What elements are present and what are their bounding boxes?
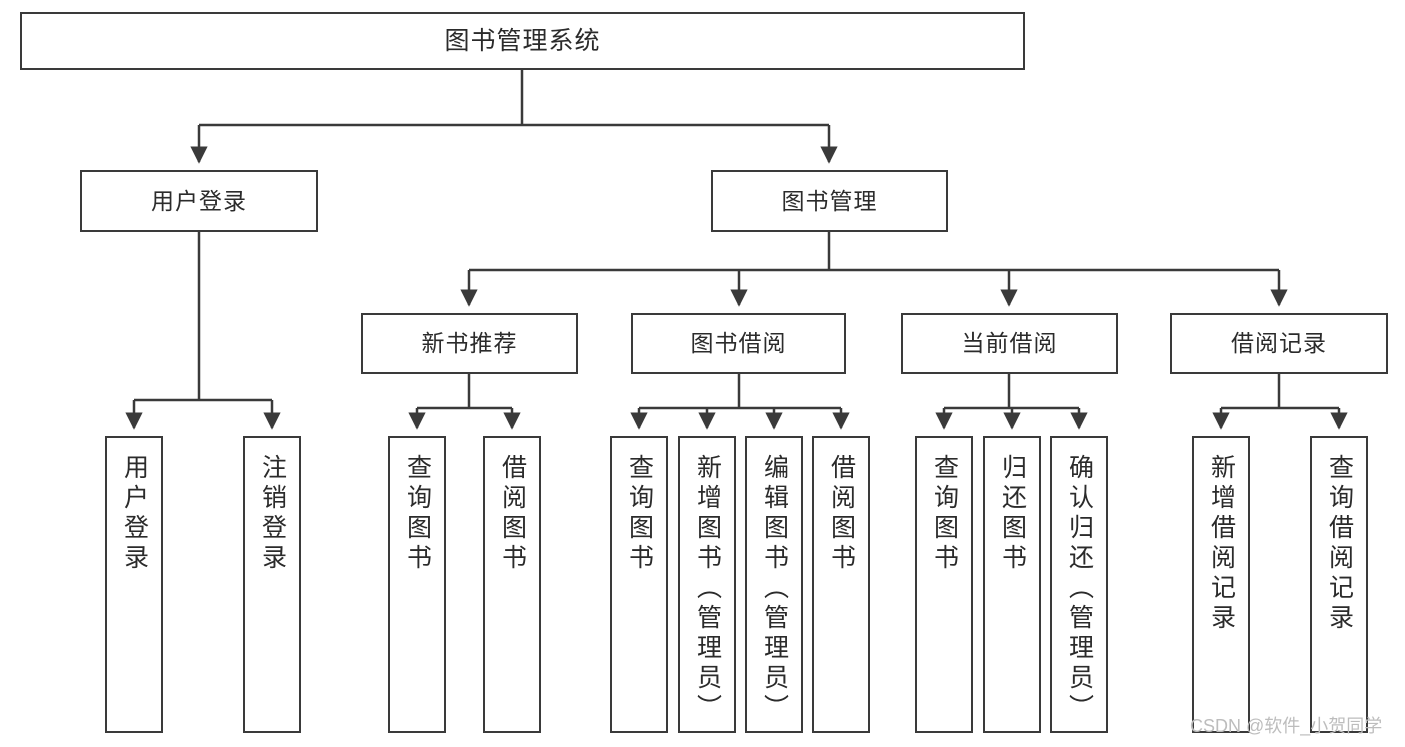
leaf-bookborrow-add-book-admin[interactable]: 新增图书（管理员）: [678, 436, 736, 733]
leaf-borrowrecord-query-record[interactable]: 查询借阅记录: [1310, 436, 1368, 733]
node-label: 图书管理: [781, 187, 878, 214]
node-label: 图书借阅: [690, 330, 787, 357]
node-current-borrow[interactable]: 当前借阅: [901, 313, 1118, 374]
node-label: 新增图书（管理员）: [693, 454, 722, 724]
leaf-newbook-borrow-book[interactable]: 借阅图书: [483, 436, 541, 733]
leaf-bookborrow-query-book[interactable]: 查询图书: [610, 436, 668, 733]
node-label: 借阅图书: [827, 454, 856, 574]
leaf-currentborrow-confirm-return-admin[interactable]: 确认归还（管理员）: [1050, 436, 1108, 733]
node-label: 借阅记录: [1231, 330, 1327, 357]
csdn-watermark: CSDN @软件_小贺同学: [1190, 716, 1383, 736]
node-label: 归还图书: [998, 454, 1027, 574]
node-system-title[interactable]: 图书管理系统: [20, 12, 1025, 70]
leaf-borrowrecord-add-record[interactable]: 新增借阅记录: [1192, 436, 1250, 733]
node-label: 当前借阅: [961, 330, 1058, 357]
node-new-book-recommend[interactable]: 新书推荐: [361, 313, 578, 374]
leaf-user-login[interactable]: 用户登录: [105, 436, 163, 733]
leaf-newbook-query-book[interactable]: 查询图书: [388, 436, 446, 733]
leaf-currentborrow-query-book[interactable]: 查询图书: [915, 436, 973, 733]
node-label: 查询图书: [930, 454, 959, 574]
node-label: 查询图书: [625, 454, 654, 574]
node-label: 注销登录: [258, 454, 287, 574]
leaf-currentborrow-return-book[interactable]: 归还图书: [983, 436, 1041, 733]
node-label: 编辑图书（管理员）: [760, 454, 789, 724]
node-book-borrow[interactable]: 图书借阅: [631, 313, 846, 374]
node-label: 借阅图书: [498, 454, 527, 574]
node-label: 确认归还（管理员）: [1065, 454, 1094, 724]
node-label: 新书推荐: [421, 330, 518, 357]
leaf-bookborrow-borrow-book[interactable]: 借阅图书: [812, 436, 870, 733]
node-label: 图书管理系统: [444, 26, 601, 55]
node-user-login[interactable]: 用户登录: [80, 170, 318, 232]
node-label: 查询借阅记录: [1325, 454, 1354, 634]
node-label: 用户登录: [120, 454, 149, 574]
node-book-management[interactable]: 图书管理: [711, 170, 948, 232]
leaf-bookborrow-edit-book-admin[interactable]: 编辑图书（管理员）: [745, 436, 803, 733]
node-label: 用户登录: [151, 187, 247, 214]
node-borrow-record[interactable]: 借阅记录: [1170, 313, 1388, 374]
leaf-user-logout[interactable]: 注销登录: [243, 436, 301, 733]
node-label: 查询图书: [403, 454, 432, 574]
node-label: 新增借阅记录: [1207, 454, 1236, 634]
